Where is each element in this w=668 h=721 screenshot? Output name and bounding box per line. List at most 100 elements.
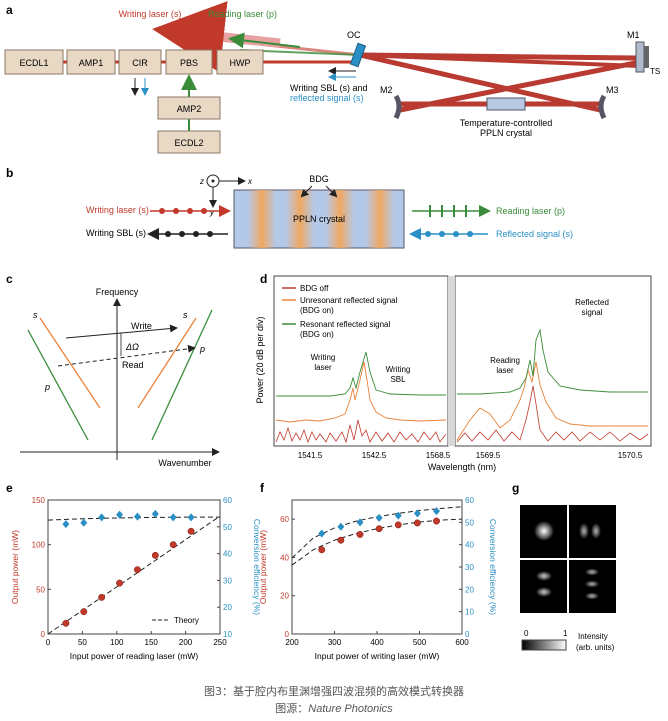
refl-dot-3 [453,231,459,237]
reading-laser-label: Reading laser (p) [208,9,277,19]
box-amp2-label: AMP2 [177,104,202,114]
source-name: Nature Photonics [308,703,393,715]
d-ann-reading-laser-1: Reading [490,356,520,365]
efficiency-point [356,518,364,527]
component-boxes: ECDL1 AMP1 CIR PBS HWP AMP2 ECDL2 [4,49,264,154]
ts-stage [644,46,649,68]
c-xlabel: Wavenumber [158,458,211,468]
g-mode-01a [579,523,589,539]
efficiency-point [116,510,124,519]
c-read-label: Read [122,360,144,370]
d-legend-5: (BDG on) [300,330,334,339]
box-ecdl2-label: ECDL2 [174,138,203,148]
power-point [62,619,70,627]
c-p-right-label: p [199,344,205,354]
writing-dot-4 [201,208,207,214]
bdg-band-4 [366,190,394,248]
d-ann-reading-laser-2: laser [496,366,514,375]
efficiency-point [98,513,106,522]
x-tick-label: 200 [285,638,299,647]
efficiency-point [337,522,345,531]
e-marks [47,509,221,635]
d-tick-3: 1568.5 [426,451,451,460]
m2-mirror [393,94,402,120]
panel-label-b: b [6,166,13,180]
d-ann-writing-laser-1: Writing [311,353,336,362]
e-ylabel-left: Output power (mW) [10,530,20,604]
g-mode-10b [536,587,552,597]
cavity-beam-diag1 [359,52,601,113]
m3-mirror [598,94,607,120]
e-frame [47,499,221,635]
f-ylabel-left: Output power (mW) [258,530,268,604]
power-point [394,521,402,529]
c-ylabel: Frequency [96,287,139,297]
box-hwp-label: HWP [230,58,251,68]
y-right-tick-label: 50 [223,523,232,532]
z-label: z [199,177,204,186]
efficiency-point [433,507,440,516]
panel-label-e: e [6,481,13,495]
box-ecdl1 [4,49,64,75]
d-legend-4: Resonant reflected signal [300,320,391,329]
panel-g: g 0 1 Intensity (arb. units) [512,481,616,652]
box-hwp [216,49,264,75]
m2-label: M2 [380,85,393,95]
c-p-left-label: p [44,382,50,392]
d-tick-4: 1569.5 [476,451,501,460]
efficiency-point [413,509,421,518]
panel-d: d Power (20 dB per div) Wavelength (nm) … [255,272,652,472]
sbl-dot-2 [179,231,185,237]
d-ann-reflected-1: Reflected [575,298,609,307]
y-left-tick-label: 150 [32,496,46,505]
figure-caption: 图3：基于腔内布里渊增强四波混频的高效模式转换器 [204,685,464,698]
sbl-dot-3 [193,231,199,237]
m1-label: M1 [627,30,640,40]
g-mode-01b [591,523,601,539]
d-xlabel: Wavelength (nm) [428,462,496,472]
crystal-label-b: PPLN crystal [293,214,345,224]
x-tick-label: 250 [213,638,227,647]
power-point [356,531,364,538]
power-point [151,551,159,559]
panel-label-d: d [260,272,267,286]
bdg-band-3 [326,190,354,248]
bdg-pointer-2 [325,185,338,198]
y-right-tick-label: 30 [465,563,474,572]
d-spectrum-res-right [457,328,648,395]
g-cbar-label-2: (arb. units) [576,643,615,652]
panel-label-c: c [6,272,13,286]
y-right-tick-label: 50 [465,518,474,527]
e-ylabel-right: Conversion efficiency (%) [252,519,262,615]
ppln-crystal-a [486,97,526,111]
y-left-tick-label: 20 [280,592,289,601]
power-point [116,579,124,587]
g-mode-00 [534,521,554,541]
y-right-tick-label: 10 [223,630,232,639]
efficiency-point [169,513,177,522]
d-ann-reflected-2: signal [582,308,603,317]
sbl-dot-1 [165,231,171,237]
writing-laser-b-label: Writing laser (s) [86,205,149,215]
efficiency-point [62,520,70,529]
power-point [433,517,440,525]
source-prefix: 图源： [275,702,309,715]
d-ann-writing-sbl-2: SBL [390,375,406,384]
y-right-tick-label: 0 [465,630,470,639]
g-colorbar [521,639,567,651]
sbl-label-2: reflected signal (s) [290,93,364,103]
writing-dot-3 [187,208,193,214]
d-spectrum-res-left [276,351,446,397]
g-cbar-max: 1 [563,629,568,638]
power-point [80,608,88,616]
power-point [133,566,141,574]
x-tick-label: 500 [413,638,427,647]
m3-label: M3 [606,85,619,95]
x-tick-label: 50 [78,638,87,647]
x-tick-label: 0 [46,638,51,647]
z-axis-dot [211,179,215,183]
theory-eff-line [47,516,220,521]
y-left-tick-label: 40 [280,553,289,562]
